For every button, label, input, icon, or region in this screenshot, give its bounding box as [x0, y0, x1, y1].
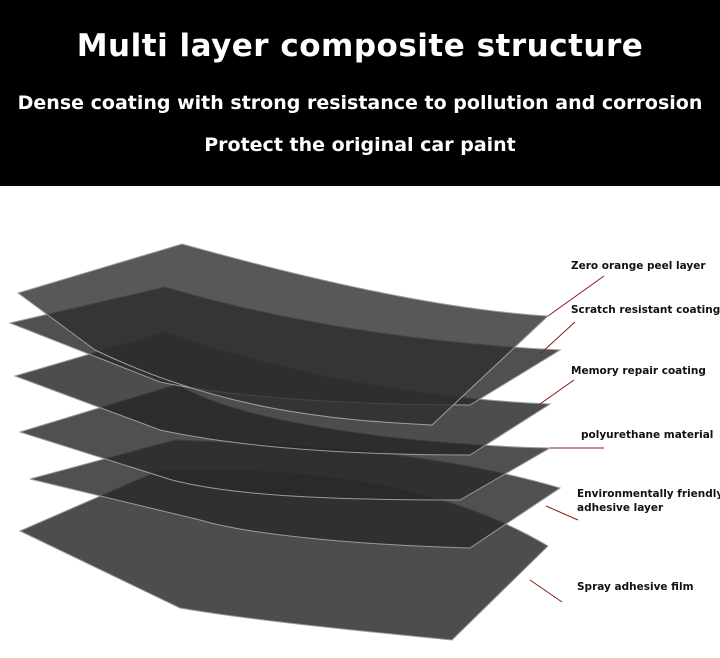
film-sheets	[8, 243, 562, 641]
label-memory-repair: Memory repair coating	[571, 365, 706, 377]
leader-line-memory-repair	[539, 379, 575, 405]
label-zero-orange-peel: Zero orange peel layer	[571, 260, 706, 272]
leader-line-spray-adhesive-film	[529, 579, 563, 603]
banner-subtitle-pollution: Dense coating with strong resistance to …	[17, 92, 703, 114]
label-scratch-resistant: Scratch resistant coating	[571, 304, 720, 316]
leader-line-adhesive-layer	[545, 505, 579, 521]
layer-stack-diagram	[8, 243, 605, 641]
leader-line-scratch-resistant	[539, 321, 576, 355]
label-adhesive-layer-line-2: adhesive layer	[577, 502, 664, 514]
banner-title: Multi layer composite structure	[76, 28, 644, 64]
leader-line-zero-orange-peel	[547, 275, 605, 317]
label-polyurethane: polyurethane material	[581, 429, 714, 441]
leader-lines	[529, 275, 605, 603]
label-adhesive-layer: Environmentally friendly adhesive layer	[577, 487, 720, 515]
banner-subtitle-paint: Protect the original car paint	[204, 134, 516, 156]
header-banner: Multi layer composite structure Dense co…	[0, 0, 720, 186]
label-adhesive-layer-line-1: Environmentally friendly	[577, 488, 720, 500]
label-spray-adhesive-film: Spray adhesive film	[577, 581, 694, 593]
